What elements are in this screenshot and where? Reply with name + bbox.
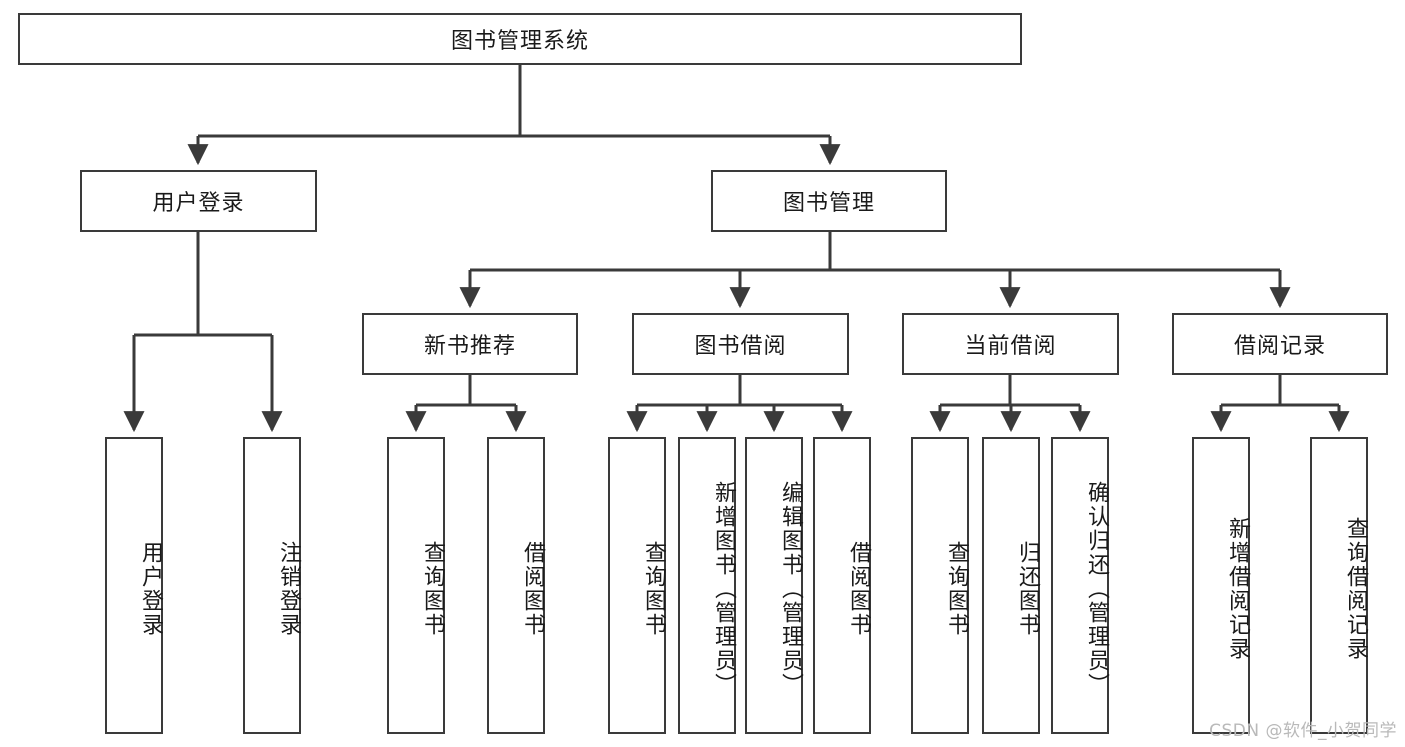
node-user-login[interactable]: 用户登录	[80, 170, 317, 232]
leaf-borrow-book-2-label: 借阅图书	[846, 540, 871, 637]
leaf-borrow-book-1[interactable]: 借阅图书	[487, 437, 545, 734]
leaf-query-book-3[interactable]: 查询图书	[911, 437, 969, 734]
leaf-query-record-label: 查询借阅记录	[1343, 516, 1368, 661]
leaf-user-login[interactable]: 用户登录	[105, 437, 163, 734]
leaf-query-book-1[interactable]: 查询图书	[387, 437, 445, 734]
leaf-query-record[interactable]: 查询借阅记录	[1310, 437, 1368, 734]
leaf-edit-book-label: 编辑图书（管理员）	[778, 480, 803, 697]
leaf-return-book[interactable]: 归还图书	[982, 437, 1040, 734]
node-new-book-rec[interactable]: 新书推荐	[362, 313, 578, 375]
node-current-borrow-label: 当前借阅	[964, 334, 1057, 359]
node-book-borrow-label: 图书借阅	[694, 334, 787, 359]
leaf-query-book-1-label: 查询图书	[420, 540, 445, 637]
leaf-confirm-return-label: 确认归还（管理员）	[1084, 480, 1109, 697]
leaf-query-book-2[interactable]: 查询图书	[608, 437, 666, 734]
leaf-add-book[interactable]: 新增图书（管理员）	[678, 437, 736, 734]
node-book-manage-label: 图书管理	[782, 191, 875, 216]
node-borrow-record[interactable]: 借阅记录	[1172, 313, 1388, 375]
leaf-add-book-label: 新增图书（管理员）	[711, 480, 736, 697]
leaf-borrow-book-2[interactable]: 借阅图书	[813, 437, 871, 734]
leaf-logout-label: 注销登录	[276, 540, 301, 637]
leaf-add-record[interactable]: 新增借阅记录	[1192, 437, 1250, 734]
node-new-book-rec-label: 新书推荐	[423, 334, 516, 359]
node-current-borrow[interactable]: 当前借阅	[902, 313, 1119, 375]
leaf-user-login-label: 用户登录	[138, 540, 163, 637]
leaf-borrow-book-1-label: 借阅图书	[520, 540, 545, 637]
leaf-query-book-3-label: 查询图书	[944, 540, 969, 637]
csdn-watermark: CSDN @软件_小贺同学	[1209, 721, 1397, 741]
leaf-add-record-label: 新增借阅记录	[1225, 516, 1250, 661]
leaf-logout[interactable]: 注销登录	[243, 437, 301, 734]
node-book-borrow[interactable]: 图书借阅	[632, 313, 849, 375]
leaf-confirm-return[interactable]: 确认归还（管理员）	[1051, 437, 1109, 734]
node-root-label: 图书管理系统	[450, 29, 589, 54]
node-book-manage[interactable]: 图书管理	[711, 170, 947, 232]
leaf-edit-book[interactable]: 编辑图书（管理员）	[745, 437, 803, 734]
leaf-return-book-label: 归还图书	[1015, 540, 1040, 637]
node-borrow-record-label: 借阅记录	[1233, 334, 1326, 359]
leaf-query-book-2-label: 查询图书	[641, 540, 666, 637]
node-user-login-label: 用户登录	[152, 191, 245, 216]
node-root[interactable]: 图书管理系统	[18, 13, 1022, 65]
